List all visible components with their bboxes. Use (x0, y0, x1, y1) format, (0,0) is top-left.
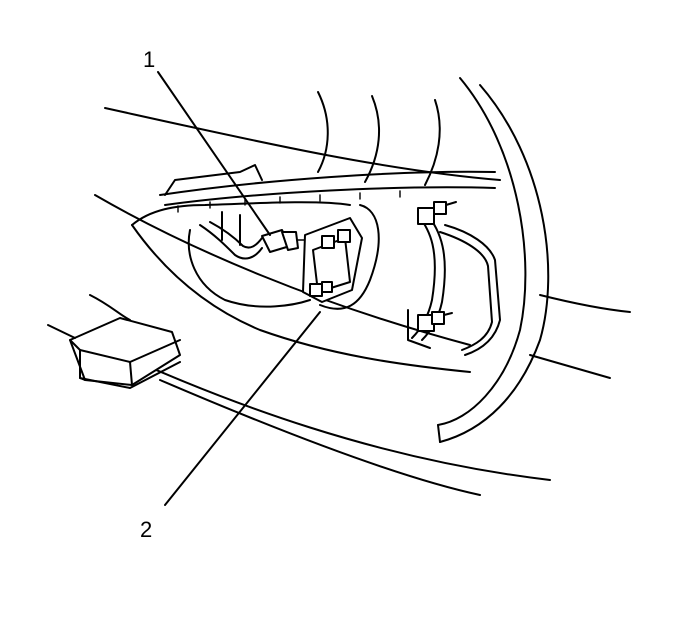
bracket-nut-bottom (309, 281, 333, 297)
callout-2-label: 2 (140, 517, 152, 542)
callout-1-label: 1 (143, 47, 155, 72)
body-panel-lines (89, 107, 631, 496)
foreground-box (47, 317, 181, 389)
trim-bar (159, 164, 496, 213)
inner-panel (131, 201, 471, 373)
bracket-nut-top (321, 229, 351, 249)
wiring-harness (199, 211, 319, 260)
door-edge (437, 77, 550, 443)
callout-2-leader (164, 311, 321, 506)
rod-hardware (407, 201, 501, 356)
upper-bolt (417, 207, 435, 225)
mirror-bracket (302, 217, 363, 303)
callout-1-leader (157, 71, 271, 236)
callout-leaders (157, 71, 321, 506)
